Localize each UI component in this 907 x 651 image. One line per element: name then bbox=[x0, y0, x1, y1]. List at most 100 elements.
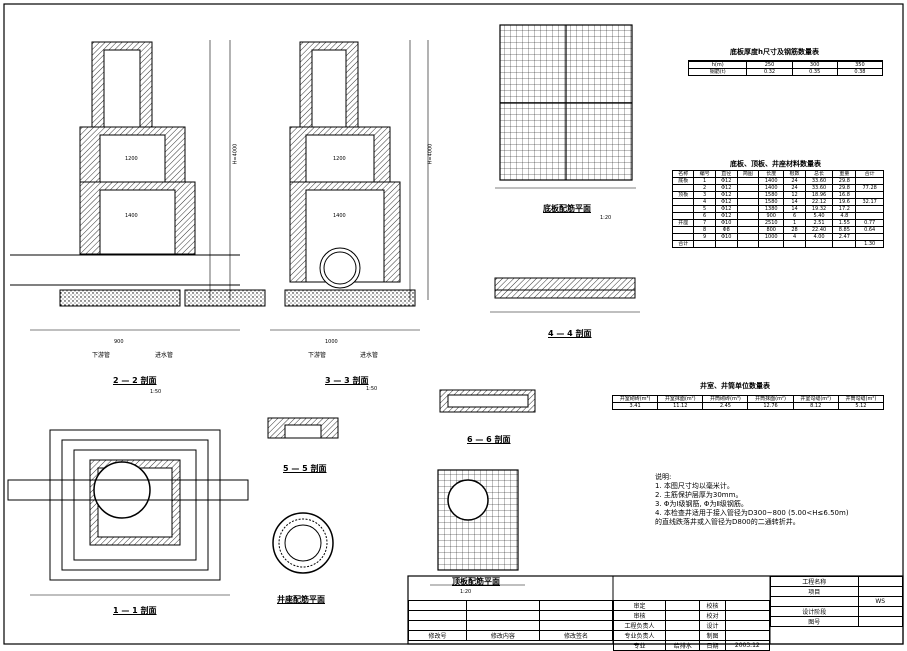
table-cell: Φ10 bbox=[714, 219, 738, 227]
pipe-label-inlet: 进水管 bbox=[155, 352, 174, 359]
table-cell: 0.32 bbox=[746, 68, 793, 76]
table-well-title: 井室、井筒单位数量表 bbox=[700, 382, 770, 390]
notes-line: 2. 主筋保护层厚为30mm。 bbox=[655, 491, 743, 499]
tb-reviewed: 审核 bbox=[612, 610, 667, 621]
table-header-cell: 井室勾缝(m²) bbox=[792, 395, 839, 403]
table-cell: 0.38 bbox=[836, 68, 884, 76]
table-cell: 顶板 bbox=[671, 191, 695, 199]
table-cell: 29.8 bbox=[832, 184, 857, 192]
table-cell: 300 bbox=[791, 61, 838, 69]
table-well: 井室砌砖(m³) 井室抹面(m²) 井筒砌砖(m³) 井筒抹面(m²) 井室勾缝… bbox=[611, 395, 885, 410]
table-cell: 1380 bbox=[758, 205, 785, 213]
table-cell: 根数 bbox=[783, 170, 806, 178]
tb-date-label: 日期 bbox=[699, 640, 726, 651]
notes-line: 1. 本图尺寸均以毫米计。 bbox=[655, 482, 734, 490]
table-cell: 28 bbox=[783, 226, 806, 234]
table-cell bbox=[832, 240, 857, 248]
table-cell: 19.32 bbox=[804, 205, 834, 213]
table-cell: 17.2 bbox=[832, 205, 857, 213]
table-base-title: 底板厚度h尺寸及钢筋数量表 bbox=[730, 48, 819, 56]
title-block-right: 工程名称 项目 WS 设计阶段 图号 bbox=[770, 576, 903, 627]
tb-project: 工程名称 bbox=[770, 576, 859, 587]
table-cell: 总长 bbox=[804, 170, 834, 178]
table-cell: 名称 bbox=[671, 170, 695, 178]
title-base-plan: 底板配筋平面 bbox=[543, 204, 591, 213]
table-cell bbox=[736, 233, 760, 241]
table-cell: 12.76 bbox=[747, 402, 794, 410]
section-5-5-view bbox=[267, 417, 339, 439]
table-cell: Φ12 bbox=[714, 205, 738, 213]
scale-section-2-2: 1:50 bbox=[150, 389, 162, 395]
scale-base-plan: 1:20 bbox=[600, 215, 612, 221]
table-cell bbox=[736, 212, 760, 220]
dim-label: 1200 bbox=[333, 156, 346, 162]
table-cell: 简图 bbox=[736, 170, 760, 178]
title-section-6-6: 6 — 6 剖面 bbox=[467, 435, 511, 444]
tb-drawing-no: 图号 bbox=[770, 616, 859, 627]
table-cell: 6 bbox=[783, 212, 806, 220]
tb-item: 项目 bbox=[770, 586, 859, 597]
table-cell: 33.60 bbox=[804, 177, 834, 185]
table-cell: 4 bbox=[783, 233, 806, 241]
table-cell bbox=[855, 212, 884, 220]
tb-approved: 审定 bbox=[612, 600, 667, 611]
table-cell: 1400 bbox=[758, 184, 785, 192]
table-cell: Φ10 bbox=[714, 233, 738, 241]
table-header-cell: 井筒砌砖(m³) bbox=[702, 395, 749, 403]
table-cell: h(m) bbox=[687, 61, 748, 69]
pipe-label-downstream: 下游管 bbox=[92, 352, 111, 359]
dim-label: 1400 bbox=[333, 213, 346, 219]
table-cell bbox=[671, 184, 695, 192]
tb-lead: 工程负责人 bbox=[612, 620, 667, 631]
table-cell: Φ12 bbox=[714, 184, 738, 192]
title-section-4-4: 4 — 4 剖面 bbox=[548, 329, 592, 338]
table-cell: 18.96 bbox=[804, 191, 834, 199]
table-cell: 底板 bbox=[671, 177, 695, 185]
table-cell: 4 bbox=[693, 198, 716, 206]
table-cell: 19.6 bbox=[832, 198, 857, 206]
table-cell: 5 bbox=[693, 205, 716, 213]
title-top-plan: 顶板配筋平面 bbox=[452, 577, 500, 586]
well-base-plan-view bbox=[272, 512, 334, 574]
table-cell: 29.8 bbox=[832, 177, 857, 185]
table-cell: 8.12 bbox=[792, 402, 839, 410]
table-cell: 1.55 bbox=[832, 219, 857, 227]
table-cell: 250 bbox=[746, 61, 793, 69]
table-cell: 直径 bbox=[714, 170, 738, 178]
dim-label: H=4000 bbox=[232, 143, 239, 165]
table-cell: 2.45 bbox=[702, 402, 749, 410]
table-cell: 8 bbox=[693, 226, 716, 234]
table-header-cell: 井室砌砖(m³) bbox=[611, 395, 659, 403]
table-row: 名称编号直径简图长度根数总长重量合计 bbox=[671, 170, 884, 178]
table-cell: 22.12 bbox=[804, 198, 834, 206]
title-section-2-2: 2 — 2 剖面 bbox=[113, 376, 157, 385]
scale-section-3-3: 1:50 bbox=[366, 386, 378, 392]
table-cell: 重量 bbox=[832, 170, 857, 178]
notes-block: 说明: 1. 本图尺寸均以毫米计。 2. 主筋保护层厚为30mm。 3. Φ为Ⅰ… bbox=[655, 473, 849, 527]
section-4-4-view bbox=[490, 277, 640, 313]
scale-top-plan: 1:20 bbox=[460, 589, 472, 595]
table-cell: 钢筋(t) bbox=[687, 68, 748, 76]
tb-proofread: 校对 bbox=[699, 610, 726, 621]
table-header-cell: 井筒抹面(m²) bbox=[747, 395, 794, 403]
tb-phase: 设计阶段 bbox=[770, 606, 859, 617]
table-cell: Φ12 bbox=[714, 177, 738, 185]
tb-specialty: 专业 bbox=[612, 640, 667, 651]
table-cell: 3 bbox=[693, 191, 716, 199]
table-cell: 900 bbox=[758, 212, 785, 220]
notes-line: 4. 本检查井适用于接入管径为D300~800 (5.00<H≤6.50m) bbox=[655, 509, 849, 517]
pipe-label-downstream-3: 下游管 bbox=[308, 352, 327, 359]
tb-ws: WS bbox=[857, 596, 903, 607]
table-cell bbox=[736, 184, 760, 192]
table-cell: 800 bbox=[758, 226, 785, 234]
tb-part: 给排水 bbox=[665, 640, 701, 651]
